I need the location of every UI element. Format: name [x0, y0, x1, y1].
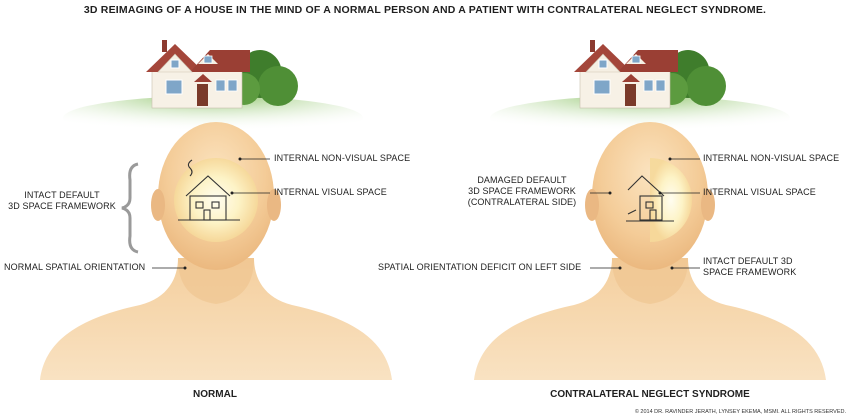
label-internal-visual-neglect: INTERNAL VISUAL SPACE — [703, 187, 816, 197]
copyright-notice: © 2014 DR. RAVINDER JERATH, LYNSEY EKEMA… — [634, 409, 846, 415]
label-intact-line1: INTACT DEFAULT — [24, 190, 100, 200]
label-normal-spatial-orientation: NORMAL SPATIAL ORIENTATION — [4, 262, 146, 272]
figure-title: 3D REIMAGING OF A HOUSE IN THE MIND OF A… — [83, 4, 767, 16]
label-intact-line2: 3D SPACE FRAMEWORK — [8, 201, 116, 211]
label-internal-non-visual-neglect: INTERNAL NON-VISUAL SPACE — [703, 153, 840, 163]
label-intact-right-line1: INTACT DEFAULT 3D — [703, 256, 793, 266]
label-intact-framework-normal: INTACT DEFAULT 3D SPACE FRAMEWORK — [4, 190, 120, 212]
house-sketch-normal — [178, 159, 240, 221]
label-orientation-deficit: SPATIAL ORIENTATION DEFICIT ON LEFT SIDE — [378, 262, 582, 272]
label-damaged-line2: 3D SPACE FRAMEWORK — [468, 186, 576, 196]
label-damaged-line3: (CONTRALATERAL SIDE) — [467, 197, 577, 207]
label-intact-framework-neglect: INTACT DEFAULT 3D SPACE FRAMEWORK — [703, 256, 796, 278]
hill-right — [490, 96, 790, 140]
label-internal-visual-normal: INTERNAL VISUAL SPACE — [274, 187, 387, 197]
label-intact-right-line2: SPACE FRAMEWORK — [703, 267, 797, 277]
label-internal-non-visual-normal: INTERNAL NON-VISUAL SPACE — [274, 153, 411, 163]
house-picture-left — [145, 39, 299, 109]
label-damaged-line1: DAMAGED DEFAULT — [477, 175, 567, 185]
internal-visual-space-normal — [174, 158, 258, 242]
house-sketch-neglect — [626, 175, 674, 222]
hill-left — [63, 96, 363, 140]
house-picture-right — [573, 39, 727, 109]
framework-bracket — [121, 162, 139, 254]
caption-normal: NORMAL — [193, 389, 237, 400]
caption-neglect: CONTRALATERAL NEGLECT SYNDROME — [550, 389, 750, 400]
label-damaged-framework: DAMAGED DEFAULT 3D SPACE FRAMEWORK (CONT… — [458, 175, 586, 208]
